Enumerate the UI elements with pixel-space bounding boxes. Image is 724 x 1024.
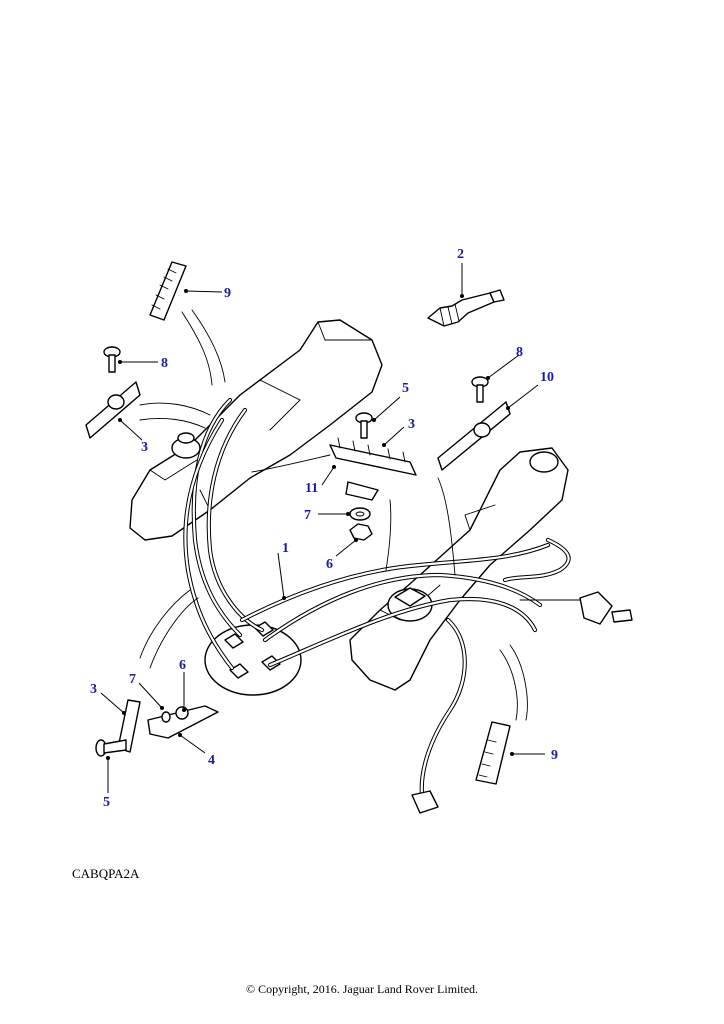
copyright-notice: © Copyright, 2016. Jaguar Land Rover Lim… [245,982,479,996]
callout-9-bottom[interactable]: 9 [551,748,558,763]
diagram-reference-code: CABQPA2A [72,866,140,881]
callout-11[interactable]: 11 [305,481,318,496]
bolt-left [103,346,121,373]
left-rocker-cover [129,319,383,541]
bolt-right [471,376,489,403]
nut [349,523,373,541]
lead-clip-right [437,401,511,471]
callout-8-left[interactable]: 8 [161,356,168,371]
callout-7-center[interactable]: 7 [304,508,311,523]
callout-4[interactable]: 4 [208,753,215,768]
callout-5-bottom[interactable]: 5 [103,795,110,810]
callout-3-left[interactable]: 3 [141,440,148,455]
ht-lead-harness [183,397,571,814]
bracket-right [579,591,633,625]
callout-3-bottom[interactable]: 3 [90,682,97,697]
washer [349,507,371,521]
lead-clip-bottom [117,699,219,753]
callout-5-center[interactable]: 5 [402,381,409,396]
leader-lines [100,263,545,793]
callout-10[interactable]: 10 [540,370,554,385]
lead-separator-top [149,261,187,321]
right-rocker-cover [349,447,569,691]
callout-1[interactable]: 1 [282,541,289,556]
lead-clip-center [329,437,417,501]
bolt-bottom [95,739,127,757]
lead-separator-bottom [475,721,511,785]
callout-6-center[interactable]: 6 [326,557,333,572]
distributor-cap [204,621,302,696]
callout-6-bottom[interactable]: 6 [179,658,186,673]
callout-8-right[interactable]: 8 [516,345,523,360]
callout-3-center[interactable]: 3 [408,417,415,432]
assembly-motion-lines [139,309,581,721]
lead-clip-left [85,381,141,439]
callouts: 1 2 3 3 3 4 5 5 6 6 7 7 8 8 9 9 10 11 [90,247,558,810]
bolt-center [355,412,373,439]
spark-plug [427,289,505,327]
callout-7-bottom[interactable]: 7 [129,672,136,687]
callout-9-top[interactable]: 9 [224,286,231,301]
callout-2[interactable]: 2 [457,247,464,262]
